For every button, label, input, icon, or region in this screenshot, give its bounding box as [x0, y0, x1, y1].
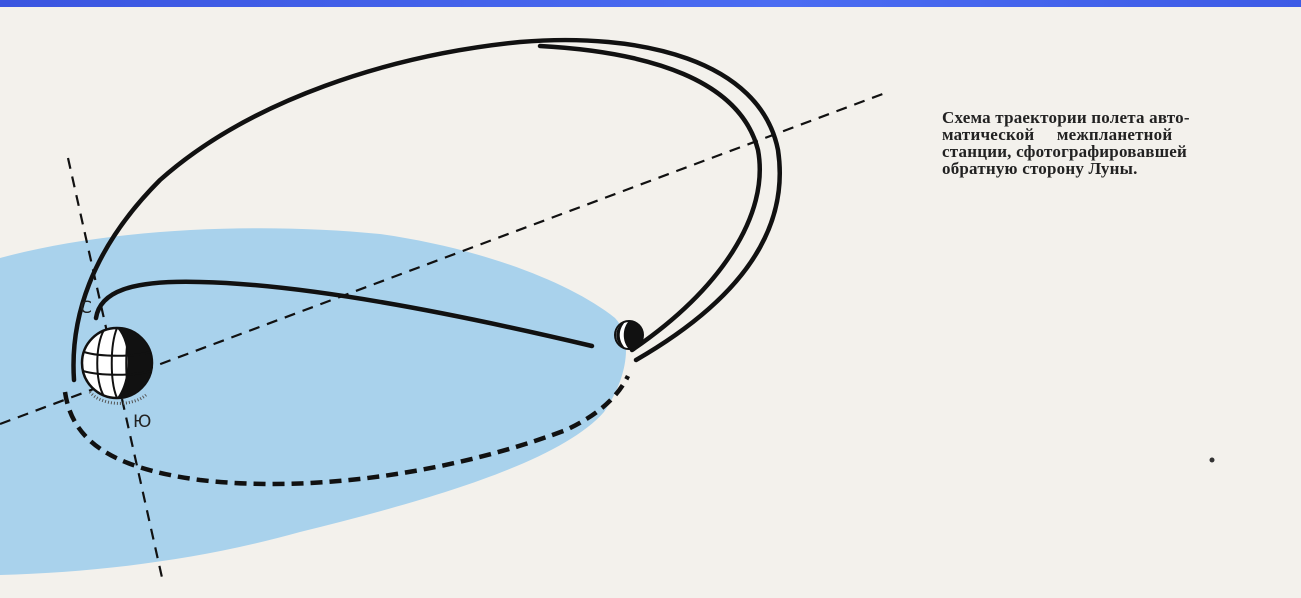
- caption-line-1: Схема траектории полета авто-: [942, 109, 1282, 126]
- caption-line-3: станции, сфотографировавшей: [942, 143, 1294, 160]
- south-label: Ю: [133, 412, 151, 432]
- caption-line-2: матической межпланетной: [942, 126, 1294, 143]
- diagram-caption: Схема траектории полета авто- матической…: [942, 109, 1294, 177]
- caption-line-4: обратную сторону Луны.: [942, 160, 1294, 177]
- north-label: С: [80, 298, 92, 318]
- print-dot: [1210, 458, 1215, 463]
- moon-icon: [615, 321, 643, 349]
- earth-shadow-region: [0, 228, 626, 575]
